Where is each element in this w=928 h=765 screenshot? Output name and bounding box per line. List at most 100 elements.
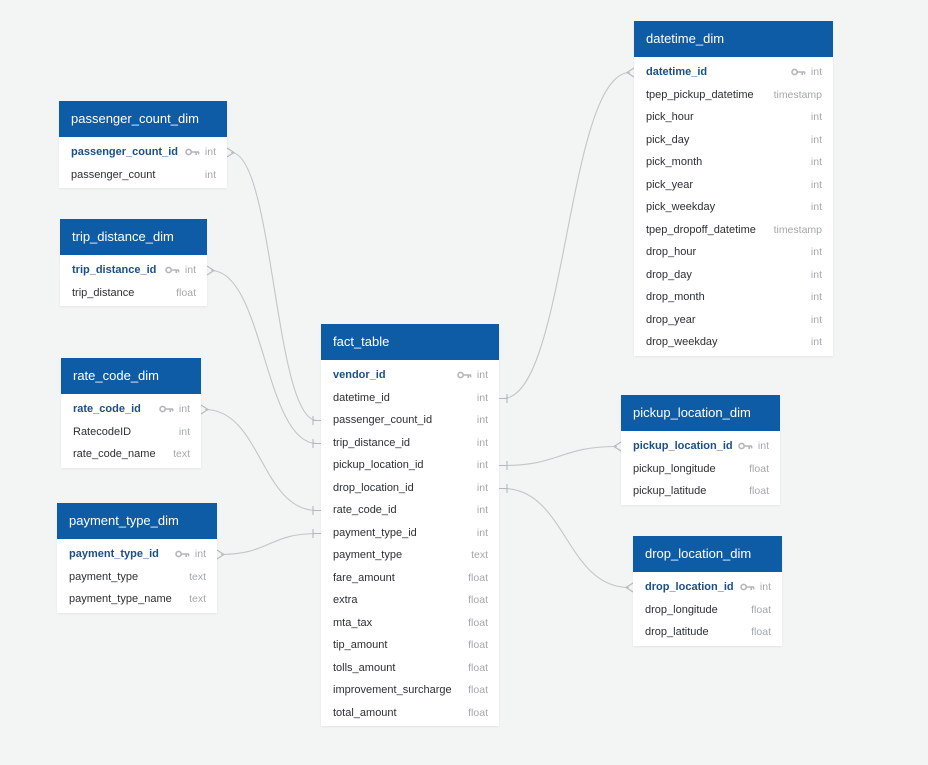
column-type: int xyxy=(476,481,488,494)
column-name: trip_distance xyxy=(72,286,135,299)
relationship-rate-code-dim-line xyxy=(204,408,318,512)
column-name: vendor_id xyxy=(333,369,386,381)
table-header[interactable]: passenger_count_dim xyxy=(59,101,227,137)
column-type: float xyxy=(751,603,771,616)
column-type: float xyxy=(749,485,769,497)
primary-key-icon xyxy=(457,371,472,379)
column-row-drop-location-id[interactable]: drop_location_id int xyxy=(321,477,499,500)
table-header[interactable]: trip_distance_dim xyxy=(60,219,207,255)
primary-key-icon xyxy=(165,266,180,274)
table-header[interactable]: payment_type_dim xyxy=(57,503,217,539)
column-type: float xyxy=(468,661,488,674)
relationship-passenger-count-dim-line xyxy=(230,151,318,422)
column-name: tolls_amount xyxy=(333,661,396,674)
column-type: int xyxy=(178,403,190,415)
column-name: drop_latitude xyxy=(645,626,709,638)
table-header[interactable]: datetime_dim xyxy=(634,21,833,57)
crow-foot-marker xyxy=(226,147,236,158)
column-type: int xyxy=(194,548,206,560)
column-name: payment_type xyxy=(69,570,139,583)
column-row-drop-latitude[interactable]: drop_latitude float xyxy=(633,621,782,644)
column-name: payment_type_name xyxy=(69,593,172,605)
primary-key-icon xyxy=(159,405,174,413)
column-type: int xyxy=(476,459,488,471)
column-name: drop_hour xyxy=(646,246,697,258)
column-type: int xyxy=(476,526,488,539)
crow-foot-marker xyxy=(625,67,635,78)
column-type: int xyxy=(810,178,822,191)
column-type: int xyxy=(810,313,822,326)
table-header[interactable]: pickup_location_dim xyxy=(621,395,780,431)
primary-key-icon xyxy=(185,148,200,156)
column-name: drop_location_id xyxy=(333,481,414,494)
table-header[interactable]: drop_location_dim xyxy=(633,536,782,572)
column-type: int xyxy=(204,146,216,158)
column-row-tolls-amount[interactable]: tolls_amount float xyxy=(321,657,499,680)
column-type: int xyxy=(810,133,822,146)
table-header[interactable]: rate_code_dim xyxy=(61,358,201,394)
column-type: text xyxy=(173,448,190,460)
table-header[interactable]: fact_table xyxy=(321,324,499,360)
column-type: float xyxy=(751,626,771,638)
column-type: int xyxy=(476,414,488,426)
column-name: total_amount xyxy=(333,706,397,719)
one-marker xyxy=(499,461,508,470)
column-name: passenger_count xyxy=(71,168,156,181)
